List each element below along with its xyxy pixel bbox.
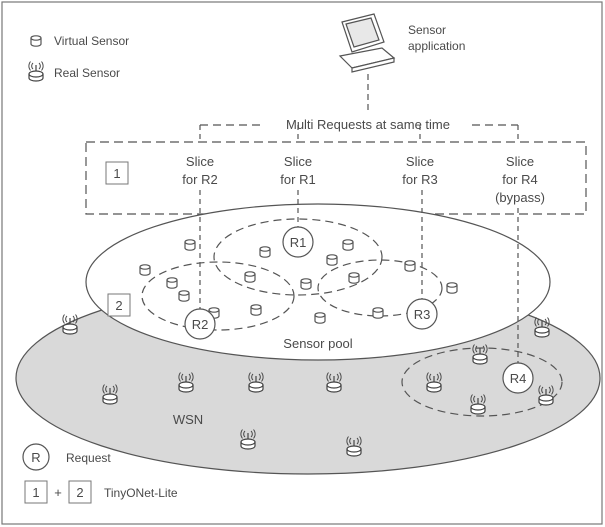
box-1-number: 1 (113, 166, 120, 181)
virtual-sensor-icon (166, 277, 178, 289)
request-r4: R4 (502, 362, 534, 394)
virtual-sensor-icon (300, 278, 312, 290)
virtual-sensor-icon (139, 264, 151, 276)
virtual-sensor-icon (342, 239, 354, 251)
legend-box-1-number: 1 (32, 485, 39, 500)
virtual-sensor-icon (314, 312, 326, 324)
box-1-marker (105, 161, 129, 185)
request-r2-label: R2 (192, 317, 209, 332)
virtual-sensor-icon (348, 272, 360, 284)
request-r4-label: R4 (510, 371, 527, 386)
sensor-application-line1: Sensor (408, 23, 446, 37)
slice-r3-line2: for R3 (402, 172, 437, 187)
legend-request-symbol: R (31, 450, 40, 465)
request-legend-icon (22, 443, 50, 471)
multi-requests-label: Multi Requests at same time (286, 117, 450, 132)
slice-r3-ellipse (317, 259, 443, 317)
slice-r4-line3: (bypass) (495, 190, 545, 205)
virtual-sensor-icon (404, 260, 416, 272)
virtual-sensor-icon (372, 307, 384, 319)
virtual-sensor-icon (250, 304, 262, 316)
virtual-sensor-icon (259, 246, 271, 258)
sensor-application-line2: application (408, 39, 465, 53)
slice-r4-line1: Slice (506, 154, 534, 169)
legend-box-1 (24, 480, 48, 504)
request-r3-label: R3 (414, 307, 431, 322)
virtual-sensor-icon (326, 254, 338, 266)
slice-r2-ellipse (141, 261, 295, 331)
request-r2: R2 (184, 308, 216, 340)
sensor-pool-label: Sensor pool (283, 336, 352, 351)
virtual-sensor-icon (446, 282, 458, 294)
legend-real-sensor: Real Sensor (54, 66, 120, 80)
legend-box-2-number: 2 (76, 485, 83, 500)
slices-box (85, 141, 587, 215)
box-2-number: 2 (115, 298, 122, 313)
virtual-sensor-icon (178, 290, 190, 302)
virtual-sensor-icon (184, 239, 196, 251)
slice-r4-ellipse (401, 347, 563, 417)
legend-virtual-sensor: Virtual Sensor (54, 34, 129, 48)
legend-request: Request (66, 451, 111, 465)
box-2-marker (107, 293, 131, 317)
computer-icon (338, 13, 396, 73)
virtual-sensor-legend-icon (30, 35, 42, 47)
legend-tinyonet: TinyONet-Lite (104, 486, 178, 500)
request-r3: R3 (406, 298, 438, 330)
slice-r1-ellipse (213, 218, 383, 296)
legend-plus: + (54, 485, 62, 500)
slice-r2-line2: for R2 (182, 172, 217, 187)
request-r1-label: R1 (290, 235, 307, 250)
wsn-label: WSN (173, 412, 203, 427)
slice-r1-line1: Slice (284, 154, 312, 169)
slice-r2-line1: Slice (186, 154, 214, 169)
request-r1: R1 (282, 226, 314, 258)
slice-r4-line2: for R4 (502, 172, 537, 187)
legend-box-2 (68, 480, 92, 504)
slice-r1-line2: for R1 (280, 172, 315, 187)
slice-r3-line1: Slice (406, 154, 434, 169)
virtual-sensor-icon (244, 271, 256, 283)
